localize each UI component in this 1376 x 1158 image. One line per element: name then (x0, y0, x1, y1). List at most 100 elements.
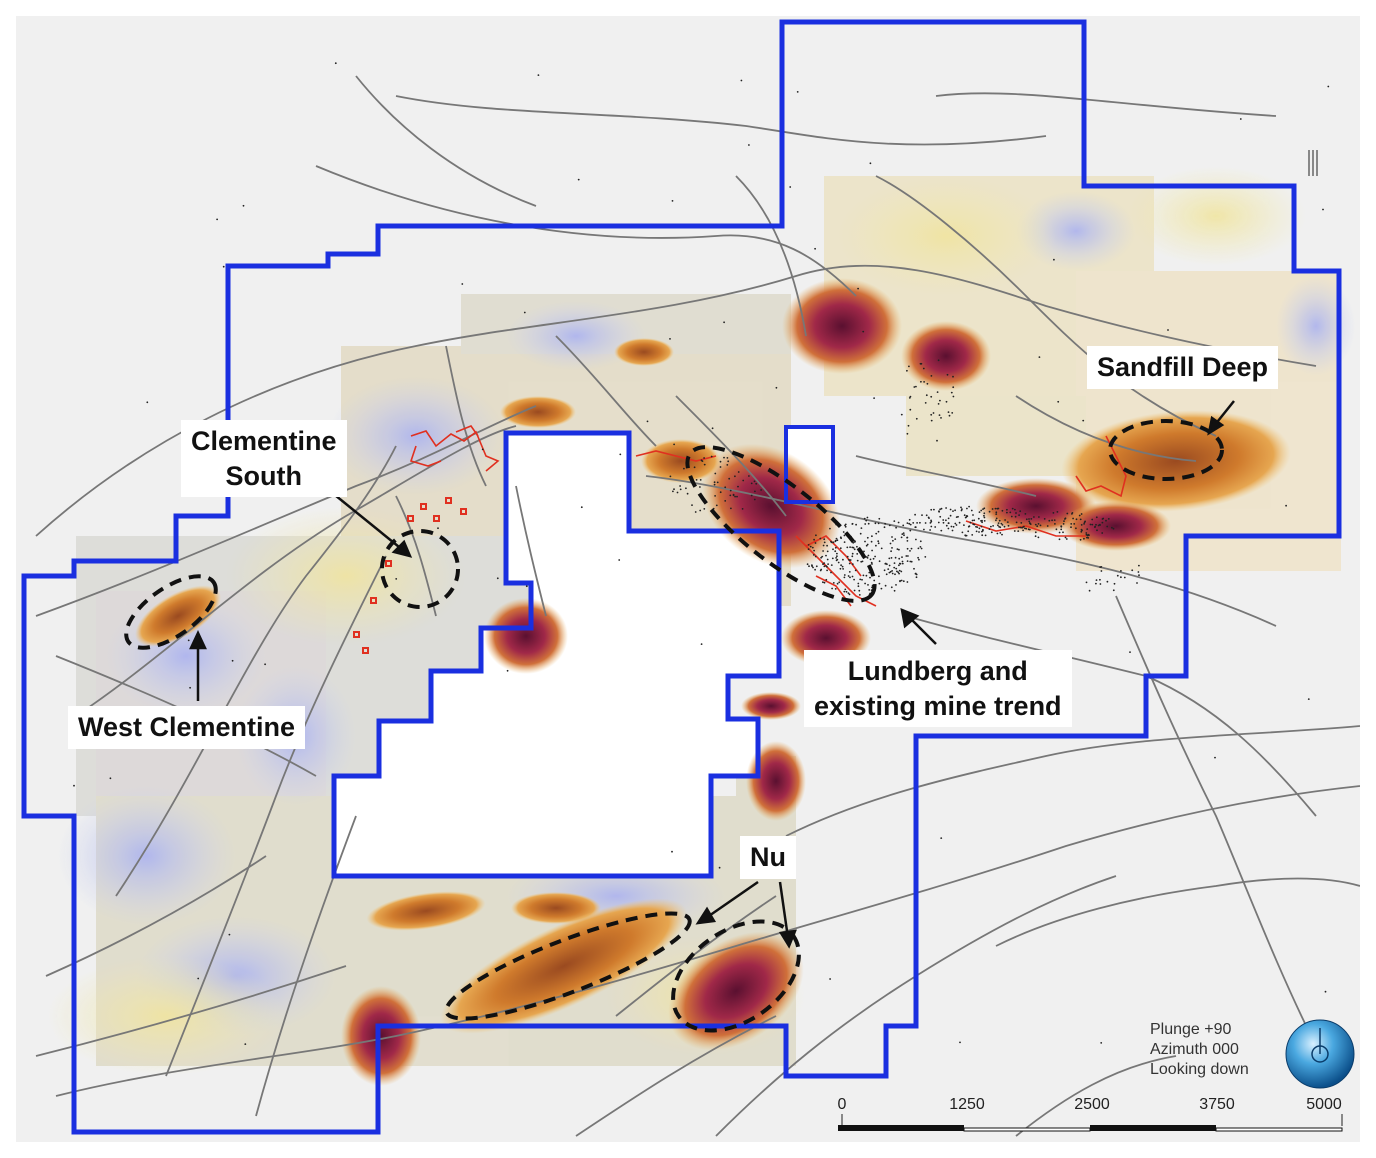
drill-hole-point (849, 576, 851, 579)
drill-hole-point (1089, 523, 1092, 526)
drill-hole-point (825, 554, 827, 557)
drill-hole-point (958, 521, 961, 524)
drill-hole-point (902, 580, 905, 583)
drill-hole-point (862, 330, 865, 333)
drill-hole-point (1055, 528, 1058, 531)
drill-hole-point (1043, 518, 1046, 520)
drill-hole-point (1029, 523, 1032, 525)
drill-hole-point (845, 590, 848, 593)
drill-hole-point (1062, 531, 1064, 534)
drill-hole-point (978, 511, 981, 513)
drill-hole-point (923, 381, 925, 383)
drill-hole-point (990, 525, 992, 528)
drill-hole-point (1085, 532, 1088, 534)
drill-hole-point (900, 413, 903, 416)
drill-hole-point (859, 578, 862, 581)
drill-hole-point (713, 481, 716, 484)
drill-hole-point (1019, 510, 1022, 513)
drill-hole-point (869, 162, 872, 165)
drill-hole-point (906, 581, 909, 583)
scale-tick-0: 0 (837, 1096, 847, 1113)
scale-tick-3750: 3750 (1199, 1096, 1235, 1113)
drill-hole-point (685, 487, 687, 490)
drill-hole-point (983, 507, 986, 510)
drill-hole-point (753, 498, 756, 501)
drill-hole-point (877, 522, 880, 525)
drill-hole-point (703, 508, 706, 510)
drill-hole-point (1285, 504, 1287, 507)
drill-hole-point (878, 575, 880, 578)
drill-hole-point (859, 532, 862, 535)
drill-hole-point (1001, 524, 1004, 526)
drill-hole-point (823, 538, 826, 541)
drill-hole-point (842, 568, 844, 570)
drill-hole-point (1084, 520, 1086, 523)
drill-hole-point (222, 265, 225, 268)
drill-hole-point (699, 486, 701, 488)
drill-hole-point (864, 540, 866, 543)
drill-hole-point (952, 395, 955, 398)
drill-hole-point (1007, 524, 1010, 527)
drill-hole-point (905, 555, 908, 557)
drill-hole-point (669, 475, 672, 478)
drill-hole-point (929, 529, 931, 531)
drill-hole-point (856, 553, 859, 555)
drill-hole-point (740, 79, 743, 82)
drill-hole-point (945, 400, 948, 403)
drill-hole-point (959, 1041, 961, 1044)
drill-hole-point (1058, 538, 1061, 541)
drill-hole-point (672, 490, 674, 493)
drill-hole-point (1083, 523, 1085, 525)
drill-hole-point (863, 550, 865, 553)
drill-hole-point (748, 144, 750, 146)
drill-hole-point (1087, 533, 1090, 536)
drill-hole-point (981, 534, 984, 537)
drill-hole-point (1081, 529, 1083, 532)
drill-hole-point (1009, 511, 1012, 514)
drill-hole-point (822, 550, 824, 552)
drill-hole-point (950, 525, 953, 528)
drill-hole-point (728, 477, 731, 480)
drill-hole-point (1001, 509, 1004, 512)
drill-hole-point (823, 581, 826, 584)
drill-hole-point (1113, 582, 1116, 585)
drill-hole-point (671, 200, 674, 202)
inner-boundary-small (784, 425, 835, 504)
drill-hole-point (723, 456, 725, 459)
drill-hole-point (923, 528, 925, 531)
drill-hole-point (187, 639, 190, 642)
target-lundberg (685, 445, 877, 603)
drill-hole-point (995, 517, 998, 520)
drill-hole-point (914, 526, 917, 529)
drill-hole-point (909, 523, 912, 526)
drill-hole-point (1001, 533, 1003, 536)
drill-hole-point (918, 558, 920, 561)
drill-hole-point (840, 564, 842, 567)
drill-hole-point (1010, 515, 1013, 518)
drill-hole-point (506, 669, 509, 672)
drill-hole-point (724, 500, 727, 502)
drill-hole-point (834, 550, 837, 553)
drill-hole-point (819, 569, 822, 572)
drill-hole-point (853, 589, 856, 592)
drill-hole-point (1120, 576, 1122, 579)
drill-hole-point (866, 536, 869, 539)
drill-hole-point (851, 552, 854, 555)
compass-ball-icon (1285, 1019, 1355, 1089)
drill-hole-point (889, 542, 892, 545)
drill-hole-point (826, 558, 829, 561)
drill-hole-point (907, 424, 910, 427)
drill-hole-point (1018, 514, 1020, 516)
drill-hole-point (835, 559, 838, 562)
drill-hole-point (822, 581, 824, 584)
drill-hole-point (835, 557, 837, 559)
drill-hole-point (1000, 522, 1003, 525)
drill-hole-point (843, 574, 846, 576)
drill-hole-point (1327, 85, 1330, 88)
drill-hole-point (1112, 527, 1115, 530)
drill-hole-point (1071, 512, 1074, 514)
drill-hole-point (983, 512, 986, 515)
drill-hole-point (902, 524, 905, 527)
label-lundberg: Lundberg and existing mine trend (804, 650, 1072, 728)
drill-hole-point (988, 510, 991, 513)
